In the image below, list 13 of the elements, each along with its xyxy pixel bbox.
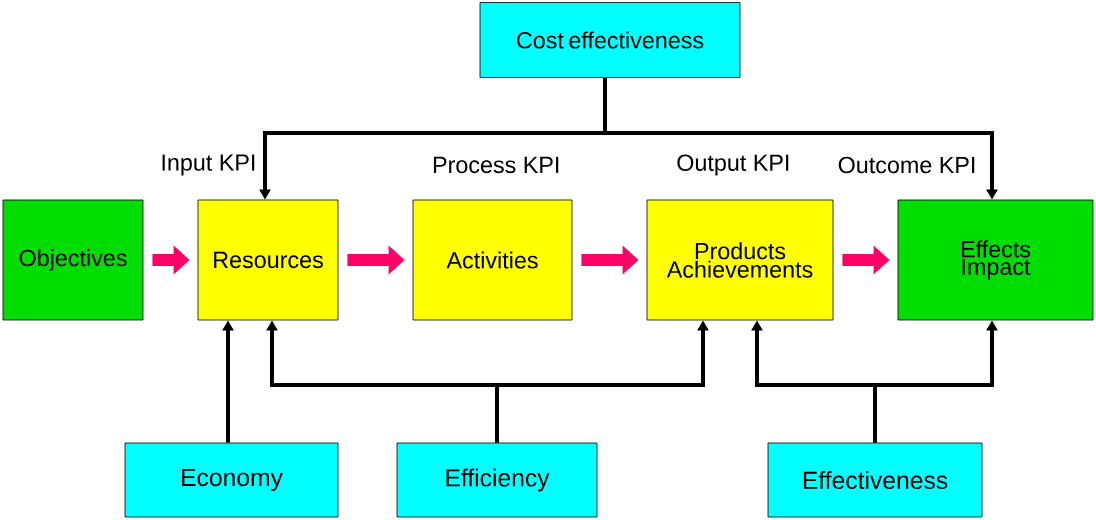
kpi-label: Output KPI (677, 154, 789, 176)
process-box: Resources (197, 199, 339, 321)
kpi-box: Effectiveness (767, 442, 983, 518)
kpi-box: Economy (124, 442, 339, 518)
process-box: Objectives (2, 199, 144, 321)
process-box: Activities (412, 199, 573, 321)
process-box: Effects Impact (897, 199, 1094, 321)
process-box: Products Achievements (646, 199, 834, 321)
kpi-label: Input KPI (162, 154, 255, 176)
kpi-box: Cost effectiveness (479, 2, 741, 78)
kpi-label: Process KPI (433, 156, 559, 174)
kpi-label: Outcome KPI (838, 156, 975, 174)
kpi-box: Efficiency (396, 442, 598, 518)
